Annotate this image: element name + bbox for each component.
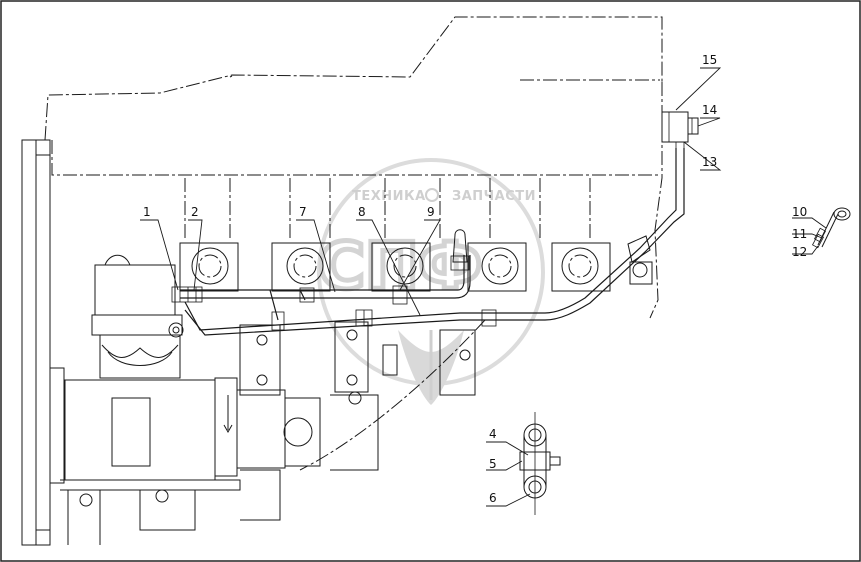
pipe-bracket-top bbox=[661, 111, 699, 150]
clamp-detail-10-12 bbox=[811, 207, 851, 249]
injector-bosses bbox=[179, 242, 611, 292]
fuel-lines bbox=[180, 148, 685, 336]
cylinder-head-blocks bbox=[184, 178, 591, 240]
watermark-text-left: ТЕХНИКА bbox=[352, 189, 426, 204]
watermark-logo-letters: СПФ bbox=[318, 230, 482, 304]
intake-manifold bbox=[239, 321, 476, 471]
callout-4: 4 bbox=[489, 427, 497, 441]
callout-12: 12 bbox=[792, 245, 807, 259]
callout-9: 9 bbox=[427, 205, 435, 219]
flywheel-housing bbox=[21, 139, 65, 546]
callout-7: 7 bbox=[299, 205, 307, 219]
callout-labels: 1 2 7 8 9 15 14 13 10 11 12 4 5 6 bbox=[143, 53, 807, 505]
callout-1: 1 bbox=[143, 205, 151, 219]
callout-15: 15 bbox=[702, 53, 717, 67]
watermark-logo: ТЕХНИКА ЗАПЧАСТИ СПФ bbox=[316, 158, 545, 405]
pipe-fittings bbox=[168, 229, 653, 338]
callout-5: 5 bbox=[489, 457, 497, 471]
watermark-text-right: ЗАПЧАСТИ bbox=[452, 189, 536, 204]
callout-2: 2 bbox=[191, 205, 199, 219]
callout-11: 11 bbox=[792, 227, 807, 241]
fuel-pump-assembly bbox=[60, 254, 321, 545]
callout-10: 10 bbox=[792, 205, 807, 219]
callout-13: 13 bbox=[702, 155, 717, 169]
leader-lines bbox=[140, 67, 827, 507]
callout-14: 14 bbox=[702, 103, 717, 117]
callout-6: 6 bbox=[489, 491, 497, 505]
callout-8: 8 bbox=[358, 205, 366, 219]
engine-phantom-outline bbox=[44, 16, 663, 471]
clamp-detail-4-6 bbox=[519, 412, 561, 515]
